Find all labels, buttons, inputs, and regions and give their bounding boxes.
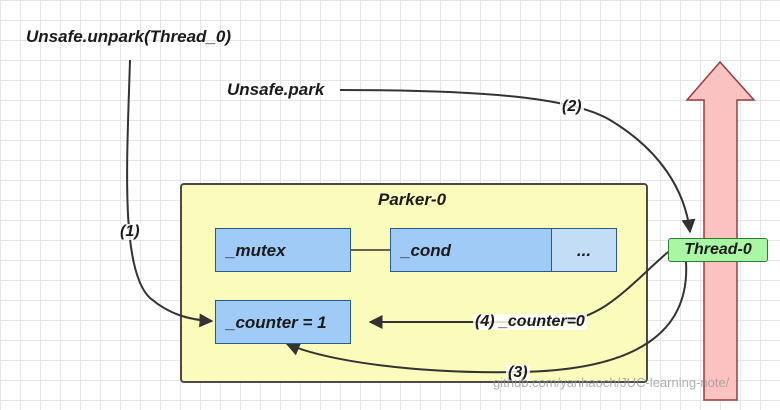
- step-3-label: (3): [506, 364, 530, 381]
- time-arrow: [685, 60, 756, 401]
- step-4-label: (4) _counter=0: [473, 313, 587, 330]
- arrow-step-1: [126, 59, 214, 328]
- park-label: Unsafe.park: [227, 80, 325, 99]
- step-1-label: (1): [118, 223, 142, 240]
- arrow-step-2: [339, 89, 696, 234]
- ellipsis-field: ...: [551, 228, 617, 272]
- cond-field: _cond: [390, 228, 552, 272]
- thread-0-box: Thread-0: [668, 238, 768, 262]
- parker-title: Parker-0: [378, 190, 447, 209]
- counter-field: _counter = 1: [215, 300, 351, 344]
- unpark-label: Unsafe.unpark(Thread_0): [26, 27, 231, 46]
- step-2-label: (2): [560, 98, 584, 115]
- mutex-field: _mutex: [215, 228, 351, 272]
- parker-box: [180, 183, 648, 383]
- watermark-text: github.com/yanhaoch/JUC-learning-note/: [493, 375, 730, 390]
